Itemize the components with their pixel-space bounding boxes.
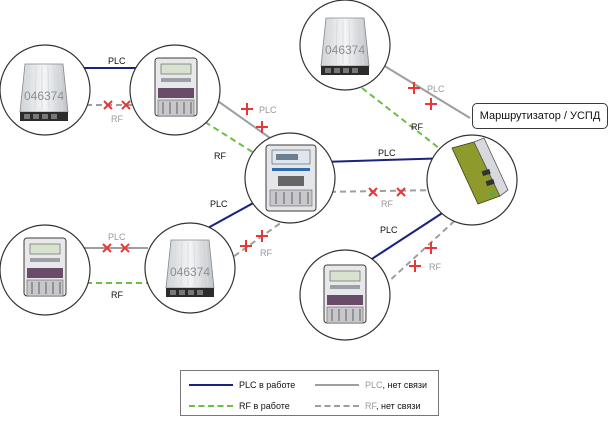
comm-module-icon: 046374 <box>165 239 215 297</box>
module-serial: 046374 <box>325 43 365 57</box>
plus-mark-icon <box>409 260 421 272</box>
legend-swatch <box>315 405 359 407</box>
legend-label: RF, нет связи <box>365 401 421 411</box>
link-plc-active <box>357 207 451 269</box>
x-mark-icon <box>102 243 112 253</box>
electricity-meter-icon <box>154 57 198 117</box>
link-label-rf: RF <box>260 248 272 258</box>
x-mark-icon <box>396 187 406 197</box>
legend-item-rf-nolink: RF, нет связи <box>315 401 421 411</box>
module-serial: 046374 <box>170 265 210 279</box>
plus-mark-icon <box>241 103 253 115</box>
legend-item-plc-nolink: PLC, нет связи <box>315 380 427 390</box>
link-label-plc: PLC <box>108 56 126 66</box>
legend: PLC в работе RF в работе PLC, нет связи … <box>180 370 439 416</box>
comm-module-icon: 046374 <box>19 63 69 121</box>
legend-item-plc-active: PLC в работе <box>189 380 295 390</box>
link-label-plc: PLC <box>380 225 398 235</box>
link-label-plc: PLC <box>259 105 277 115</box>
link-rf-active <box>361 87 445 153</box>
module-serial: 046374 <box>24 89 64 103</box>
x-mark-icon <box>120 243 130 253</box>
plus-mark-icon <box>408 82 420 94</box>
link-label-rf: RF <box>111 290 123 300</box>
link-rf-nolink <box>319 189 441 193</box>
x-mark-icon <box>103 100 113 110</box>
link-label-rf: RF <box>429 262 441 272</box>
router-device-icon <box>451 137 509 205</box>
electricity-meter-icon <box>323 264 367 324</box>
link-label-plc: PLC <box>378 148 396 158</box>
link-rf-active <box>204 121 263 159</box>
legend-swatch <box>315 384 359 386</box>
electricity-meter-icon <box>23 237 67 297</box>
x-mark-icon <box>368 187 378 197</box>
link-label-plc: PLC <box>427 84 445 94</box>
plus-mark-icon <box>425 98 437 110</box>
legend-label: PLC, нет связи <box>365 380 428 390</box>
comm-module-icon: 046374 <box>320 17 370 75</box>
link-label-rf: RF <box>111 114 123 124</box>
link-label-rf: RF <box>411 122 423 132</box>
legend-label: PLC в работе <box>239 380 296 390</box>
plus-mark-icon <box>256 121 268 133</box>
electricity-meter-icon <box>265 144 317 212</box>
router-label: Маршрутизатор / УСПД <box>472 103 608 129</box>
link-label-rf: RF <box>214 151 226 161</box>
legend-swatch <box>189 405 233 407</box>
link-plc-nolink <box>377 61 471 119</box>
link-label-plc: PLC <box>210 199 228 209</box>
legend-label: RF в работе <box>239 401 290 411</box>
legend-item-rf-active: RF в работе <box>189 401 290 411</box>
link-label-rf: RF <box>381 199 393 209</box>
plus-mark-icon <box>240 240 252 252</box>
x-mark-icon <box>121 100 131 110</box>
link-label-plc: PLC <box>108 232 126 242</box>
plus-mark-icon <box>425 242 437 254</box>
link-plc-active <box>321 157 453 163</box>
plus-mark-icon <box>256 230 268 242</box>
legend-swatch <box>189 384 233 386</box>
